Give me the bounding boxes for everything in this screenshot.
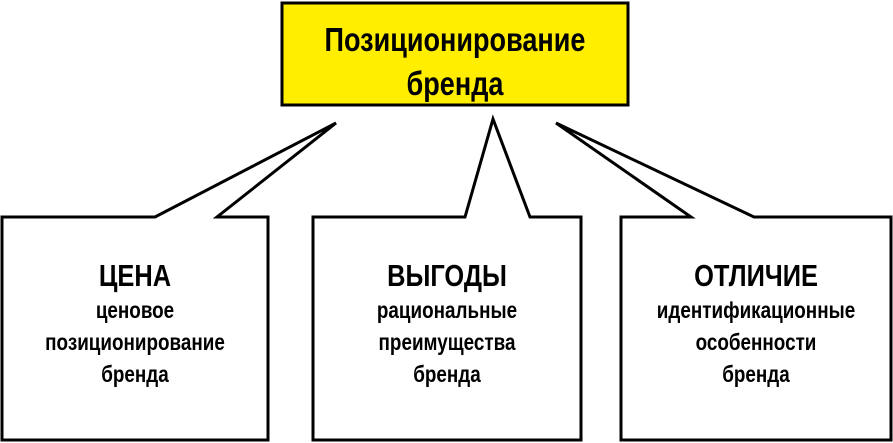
- difference-line-1: идентификационные: [656, 297, 856, 323]
- price-line-3: бренда: [101, 361, 169, 387]
- title-line-2: бренда: [406, 65, 504, 102]
- benefits-line-3: бренда: [413, 361, 481, 387]
- benefits-heading: ВЫГОДЫ: [387, 258, 507, 293]
- callout-difference: [555, 121, 893, 442]
- difference-line-2: особенности: [695, 329, 817, 355]
- difference-line-3: бренда: [722, 361, 790, 387]
- benefits-line-1: рациональные: [376, 297, 518, 323]
- price-line-1: ценовое: [95, 297, 175, 323]
- diagram-title: Позиционирование бренда: [313, 18, 597, 106]
- callout-benefits-text: ВЫГОДЫ рациональные преимущества бренда: [337, 258, 557, 390]
- title-line-1: Позиционирование: [324, 21, 586, 58]
- title-box: [280, 1, 630, 107]
- callout-price: [0, 121, 337, 442]
- callout-benefits: [311, 114, 583, 442]
- callout-price-text: ЦЕНА ценовое позиционирование бренда: [26, 258, 244, 390]
- difference-heading: ОТЛИЧИЕ: [694, 258, 818, 293]
- benefits-line-2: преимущества: [378, 329, 516, 355]
- price-line-2: позиционирование: [45, 329, 225, 355]
- price-heading: ЦЕНА: [98, 258, 172, 293]
- callout-difference-text: ОТЛИЧИЕ идентификационные особенности бр…: [645, 258, 866, 390]
